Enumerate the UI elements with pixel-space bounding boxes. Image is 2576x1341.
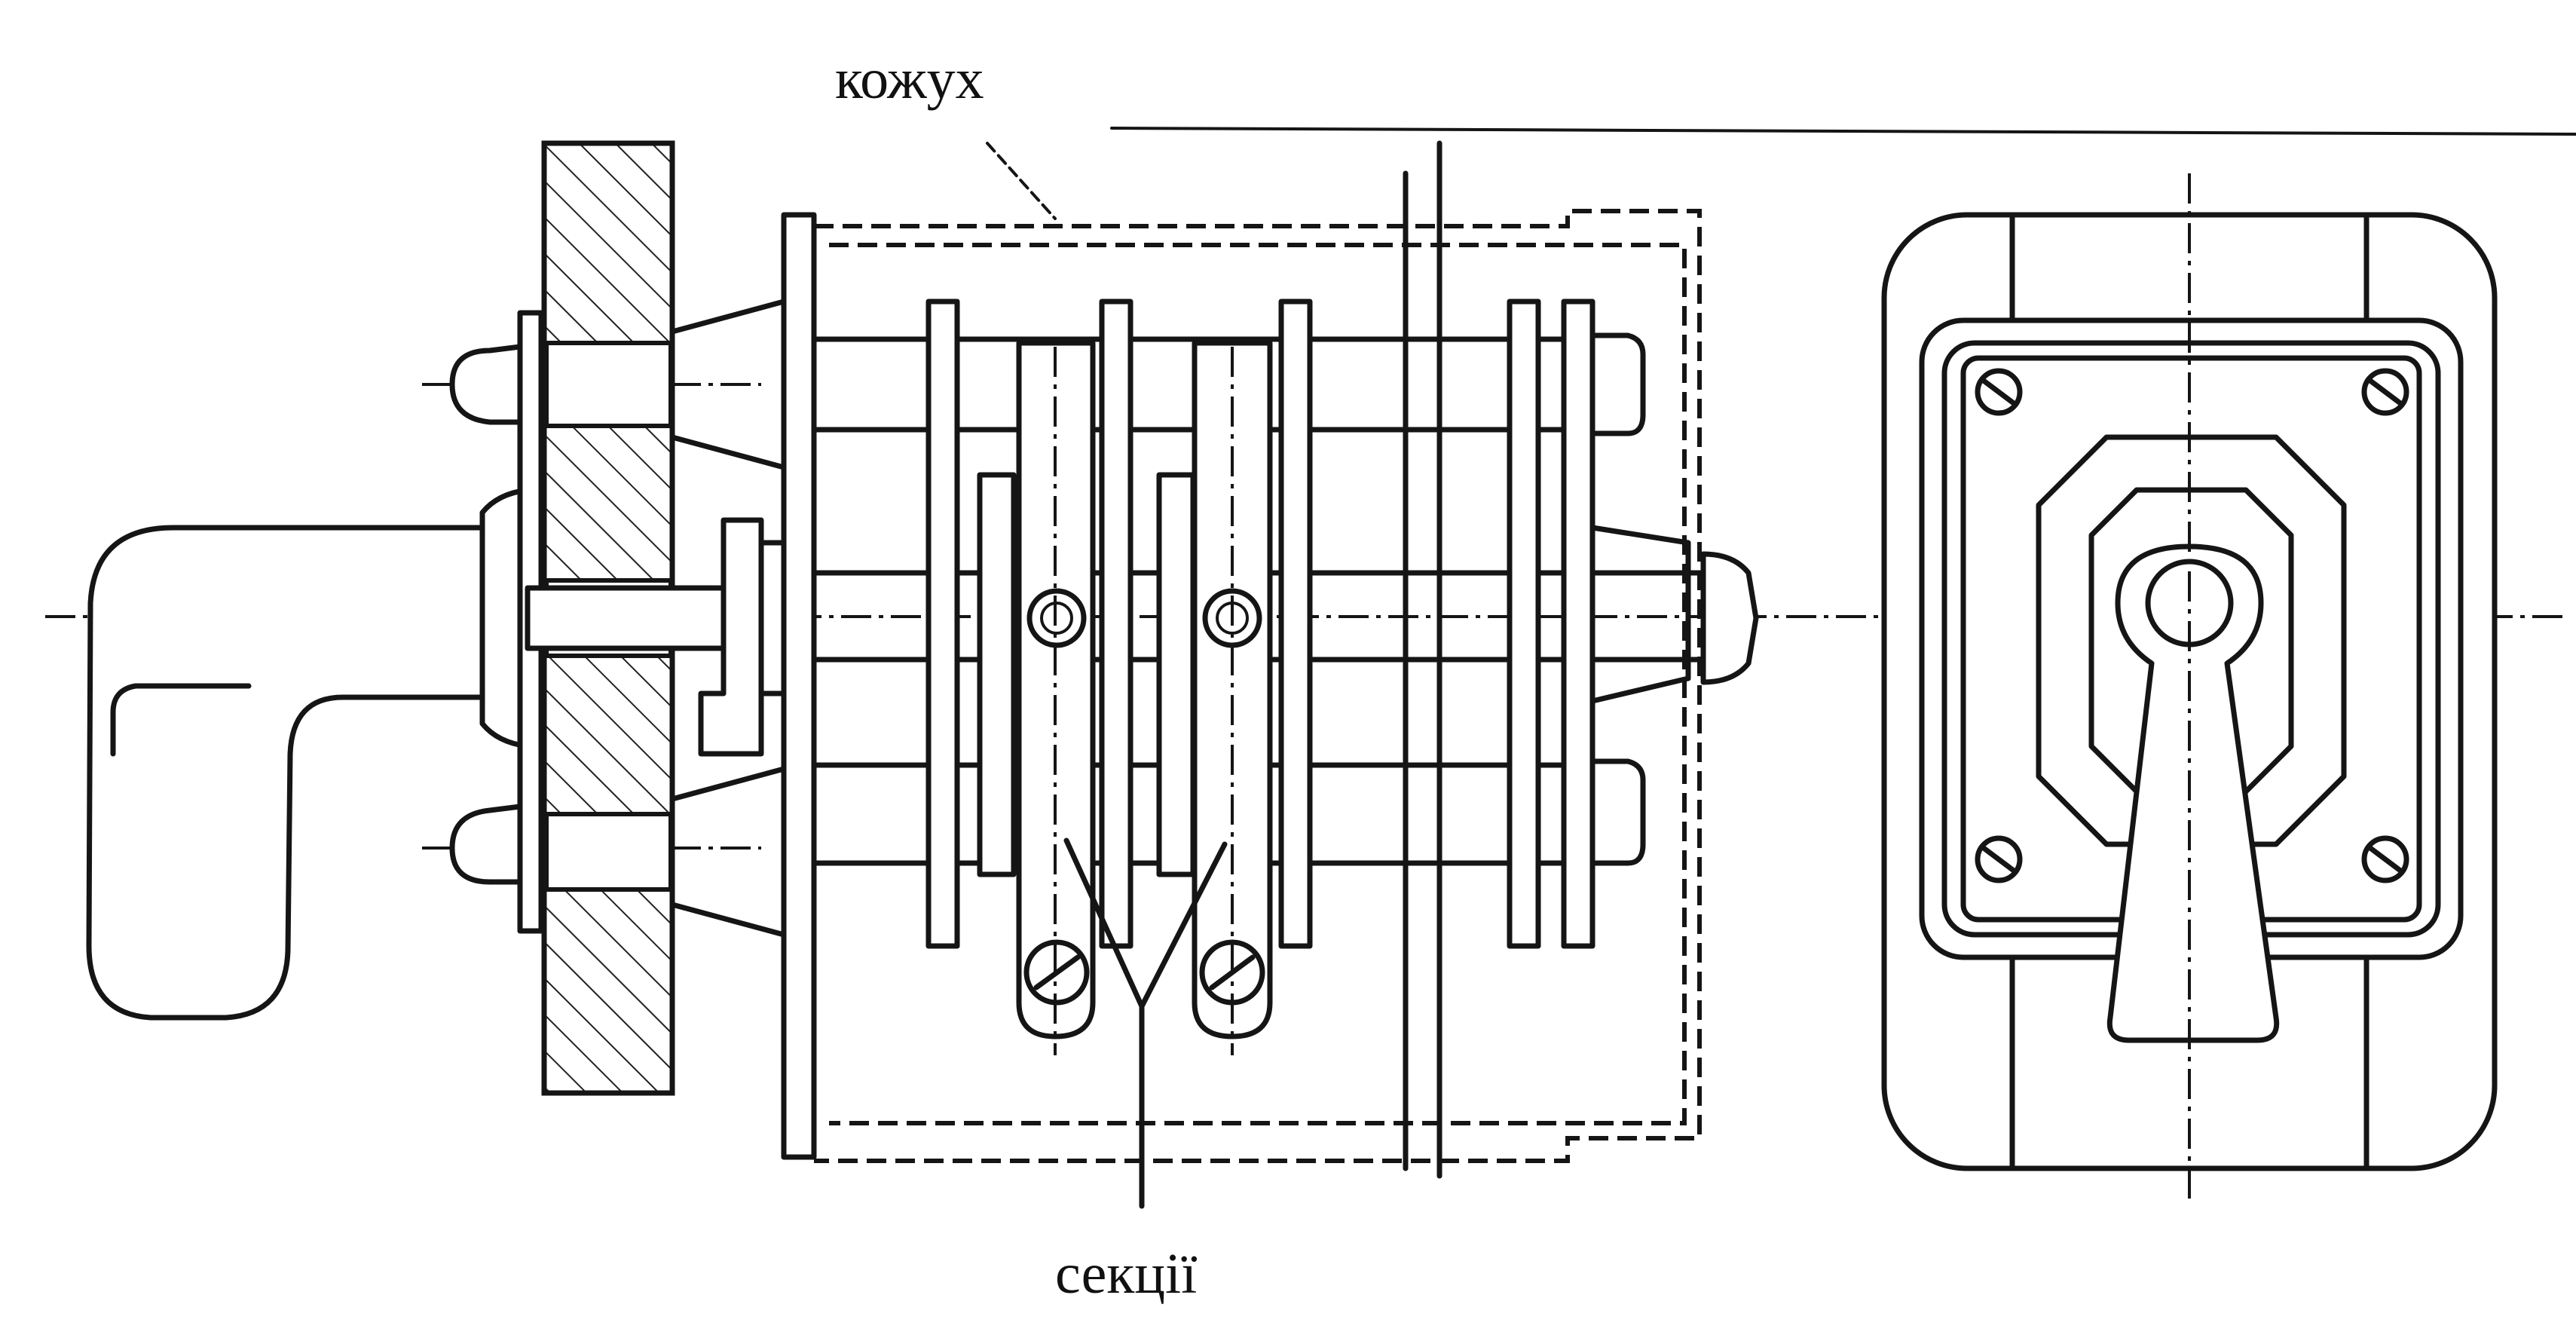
- octagon-outer: [2036, 434, 2347, 847]
- contact-spacer-2: [1156, 472, 1196, 877]
- section-disk-2: [1099, 299, 1134, 949]
- wall-opening-upper: [544, 341, 673, 428]
- lever-handle: [2106, 543, 2280, 1043]
- lower-bolt-head: [449, 804, 523, 885]
- section-disk-5: [1561, 299, 1595, 949]
- bottom-tab-lines: [2009, 954, 2369, 1171]
- shaft-collar: [698, 517, 764, 757]
- sections-label: секції: [1055, 1242, 1197, 1306]
- housing-outline: [814, 209, 1702, 1163]
- top-tab-lines: [2009, 212, 2369, 323]
- housing-inner-outline: [829, 243, 1687, 1125]
- collar-ring: [758, 540, 787, 697]
- section-disk-1: [925, 299, 960, 949]
- contact-spacer-1: [977, 472, 1017, 877]
- upper-bolt-head: [449, 344, 523, 425]
- rear-taper: [1589, 525, 1691, 704]
- handle-grip: [110, 683, 252, 757]
- side-view: [45, 127, 2576, 1209]
- shaft-front: [525, 585, 749, 651]
- lower-spacer: [669, 766, 787, 938]
- section-disk-4: [1507, 299, 1541, 949]
- rear-nut-lower: [1589, 758, 1646, 866]
- front-plate: [781, 212, 817, 1160]
- housing-label: кожух: [835, 47, 984, 111]
- housing-baseline: [1110, 127, 2576, 136]
- wall-opening-lower: [544, 812, 673, 892]
- shaft-end-nut: [1700, 551, 1759, 685]
- corner-screws: [1975, 368, 2409, 883]
- housing-leader: [986, 142, 1057, 220]
- handle: [86, 525, 500, 1021]
- rear-nut-upper: [1589, 332, 1646, 436]
- section-disk-3: [1278, 299, 1313, 949]
- front-view: [1881, 173, 2498, 1199]
